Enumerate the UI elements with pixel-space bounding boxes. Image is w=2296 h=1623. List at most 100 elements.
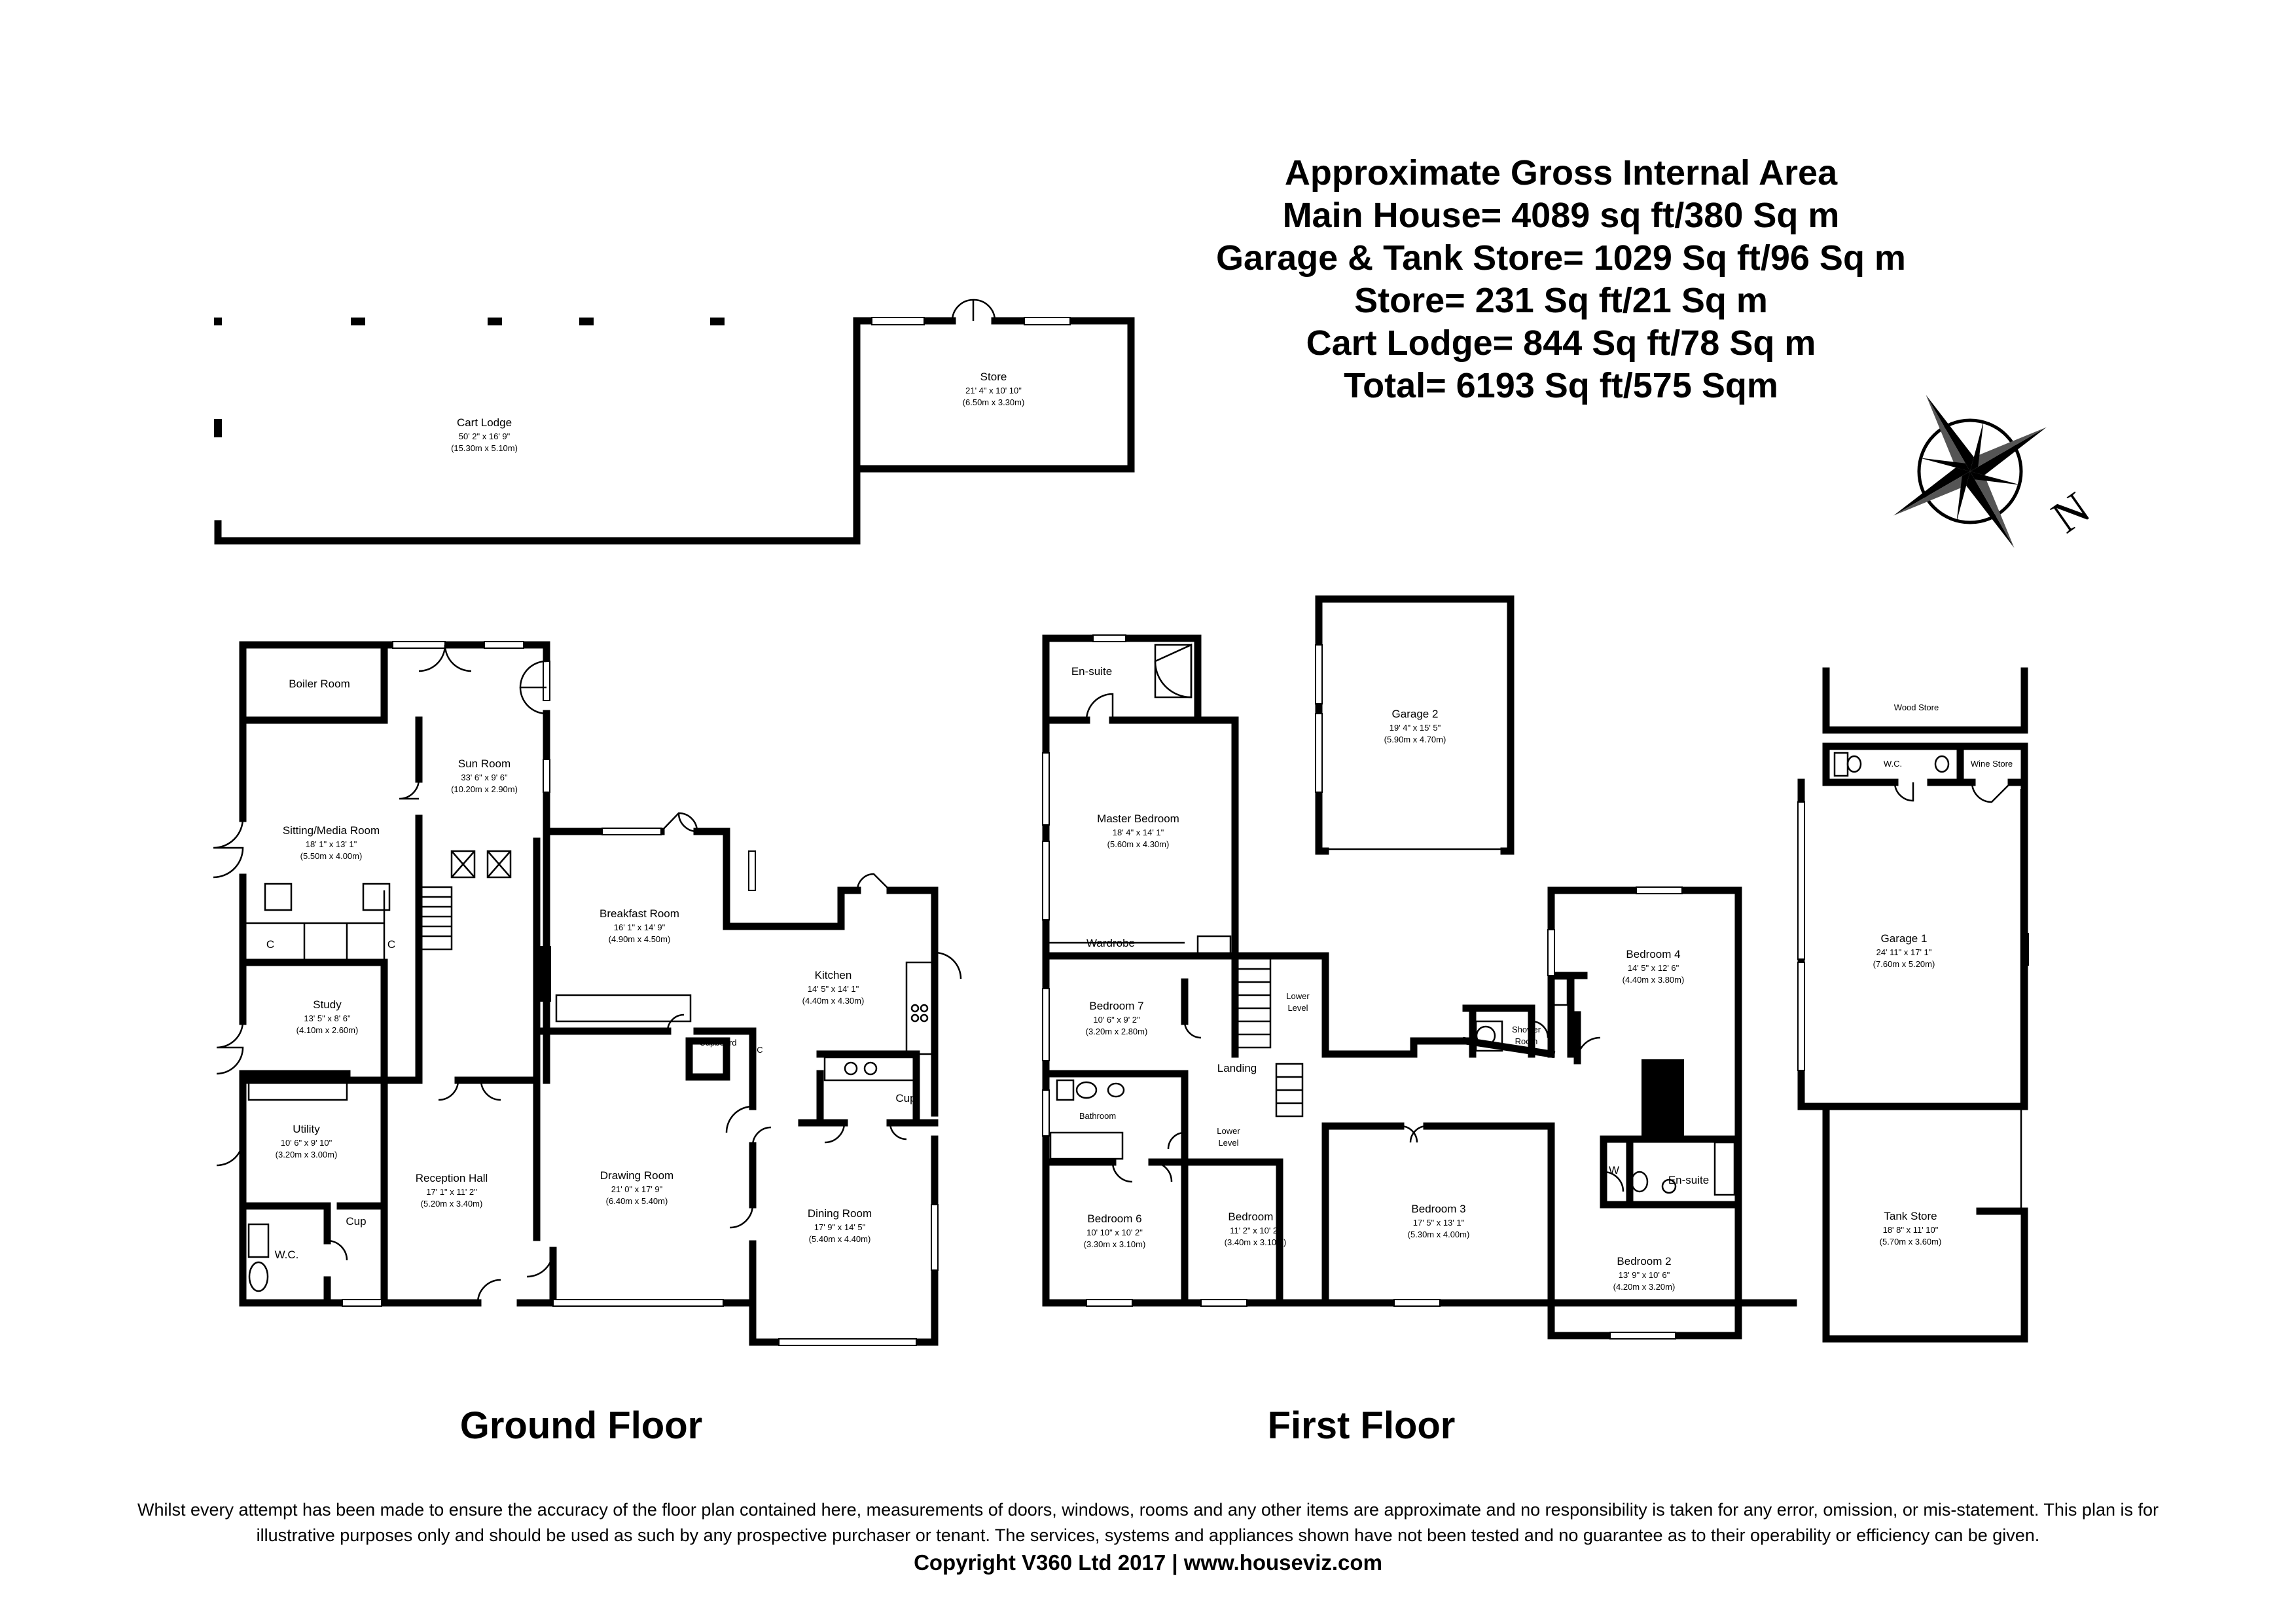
- master-ensuite-name: En-suite: [1071, 665, 1112, 678]
- study-name: Study: [313, 998, 342, 1011]
- drawing-room-metric: (6.40m x 5.40m): [606, 1196, 668, 1206]
- bedroom-3-name: Bedroom 3: [1411, 1203, 1465, 1215]
- cart-lodge-name: Cart Lodge: [457, 416, 512, 429]
- bedroom-2-metric: (4.20m x 3.20m): [1613, 1282, 1676, 1292]
- ground-cup-2: Cup: [895, 1092, 916, 1104]
- utility-name: Utility: [293, 1123, 320, 1135]
- ground-floor-label: Ground Floor: [460, 1404, 703, 1447]
- store-dims: 21' 4" x 10' 10": [965, 386, 1022, 395]
- wardrobe-name: Wardrobe: [1086, 937, 1135, 949]
- sitting-media-room-name: Sitting/Media Room: [283, 824, 380, 837]
- tank-store-name: Tank Store: [1884, 1210, 1937, 1222]
- lower-level-a-line1: Lower: [1286, 991, 1310, 1001]
- bedroom-2-dims: 13' 9" x 10' 6": [1619, 1270, 1670, 1280]
- compass-rose-icon: N: [1893, 395, 2099, 548]
- area-main-house: Main House= 4089 sq ft/380 Sq m: [1283, 196, 1840, 235]
- bedroom-4-metric: (4.40m x 3.80m): [1623, 975, 1685, 985]
- utility-dims: 10' 6" x 9' 10": [281, 1138, 332, 1148]
- sun-room-metric: (10.20m x 2.90m): [451, 784, 518, 794]
- bedroom-4-name: Bedroom 4: [1626, 948, 1680, 960]
- breakfast-room-metric: (4.90m x 4.50m): [609, 934, 671, 944]
- garage-wc-name: W.C.: [1884, 759, 1902, 769]
- tank-store-dims: 18' 8" x 11' 10": [1883, 1225, 1939, 1235]
- bedroom-3-dims: 17' 5" x 13' 1": [1413, 1218, 1465, 1228]
- utility-metric: (3.20m x 3.00m): [276, 1150, 338, 1159]
- sitting-media-room-metric: (5.50m x 4.00m): [300, 851, 363, 861]
- kitchen-name: Kitchen: [815, 969, 852, 981]
- ground-cup-1: Cup: [346, 1215, 366, 1228]
- breakfast-room-name: Breakfast Room: [600, 907, 679, 920]
- store-metric: (6.50m x 3.30m): [963, 397, 1025, 407]
- area-total: Total= 6193 Sq ft/575 Sqm: [1344, 366, 1778, 405]
- compass-north-label: N: [2043, 483, 2099, 543]
- sitting-media-room-dims: 18' 1" x 13' 1": [306, 839, 357, 849]
- sun-room-name: Sun Room: [458, 757, 511, 770]
- area-summary: Approximate Gross Internal Area Main Hou…: [1216, 153, 1906, 405]
- bathroom-name: Bathroom: [1079, 1111, 1116, 1121]
- reception-hall-name: Reception Hall: [416, 1172, 488, 1184]
- outbuildings: Cart Lodge 50' 2" x 16' 9" (15.30m x 5.1…: [214, 299, 1135, 545]
- bedroom-6-metric: (3.30m x 3.10m): [1084, 1239, 1146, 1249]
- garage-1-metric: (7.60m x 5.20m): [1873, 959, 1935, 969]
- c-label-2: C: [387, 938, 395, 951]
- area-cart-lodge: Cart Lodge= 844 Sq ft/78 Sq m: [1306, 323, 1816, 363]
- tank-store-metric: (5.70m x 3.60m): [1880, 1237, 1942, 1247]
- disclaimer-line-2: illustrative purposes only and should be…: [257, 1525, 2040, 1545]
- first-floor-label: First Floor: [1268, 1404, 1456, 1447]
- garage-1-name: Garage 1: [1881, 932, 1928, 945]
- garage-1-dims: 24' 11" x 17' 1": [1876, 947, 1932, 957]
- shower-room-line2: Room: [1515, 1036, 1538, 1046]
- bedroom-7-name: Bedroom 7: [1089, 1000, 1143, 1012]
- c-label-1: C: [266, 938, 274, 951]
- lower-level-b-line1: Lower: [1217, 1126, 1240, 1136]
- study-dims: 13' 5" x 8' 6": [304, 1013, 351, 1023]
- bedroom-5-dims: 11' 2" x 10' 2": [1230, 1226, 1281, 1235]
- bedroom-3-metric: (5.30m x 4.00m): [1408, 1230, 1470, 1239]
- reception-hall-dims: 17' 1" x 11' 2": [426, 1187, 477, 1197]
- ground-floor-plan: Boiler Room Sun Room 33' 6" x 9' 6" (10.…: [213, 641, 962, 1346]
- lower-level-a-line2: Level: [1287, 1003, 1308, 1013]
- bedroom-2-name: Bedroom 2: [1617, 1255, 1671, 1267]
- disclaimer-line-1: Whilst every attempt has been made to en…: [137, 1500, 2159, 1520]
- bedroom-7-metric: (3.20m x 2.80m): [1086, 1027, 1148, 1036]
- landing-name: Landing: [1217, 1062, 1257, 1074]
- kitchen-dims: 14' 5" x 14' 1": [808, 984, 859, 994]
- garages-plan: Garage 2 19' 4" x 15' 5" (5.90m x 4.70m)…: [1315, 595, 2029, 1343]
- ground-wc-name: W.C.: [275, 1249, 299, 1261]
- bedroom-5-metric: (3.40m x 3.10m): [1225, 1237, 1287, 1247]
- area-garage-tank: Garage & Tank Store= 1029 Sq ft/96 Sq m: [1216, 238, 1906, 278]
- drawing-room-dims: 21' 0" x 17' 9": [611, 1184, 663, 1194]
- wine-store-name: Wine Store: [1971, 759, 2013, 769]
- dining-room-name: Dining Room: [808, 1207, 872, 1220]
- garage-2-dims: 19' 4" x 15' 5": [1390, 723, 1441, 733]
- cart-lodge-metric: (15.30m x 5.10m): [451, 443, 518, 453]
- w-label: W: [1609, 1164, 1619, 1176]
- area-heading: Approximate Gross Internal Area: [1285, 153, 1838, 192]
- sun-room-dims: 33' 6" x 9' 6": [461, 773, 508, 782]
- cupboard-c-label: C: [757, 1045, 762, 1055]
- kitchen-metric: (4.40m x 4.30m): [802, 996, 865, 1006]
- wood-store-name: Wood Store: [1894, 702, 1939, 712]
- reception-hall-metric: (5.20m x 3.40m): [421, 1199, 483, 1209]
- cupboard-name: Cupboard: [699, 1038, 736, 1048]
- bedroom-4-dims: 14' 5" x 12' 6": [1628, 963, 1679, 973]
- lower-level-b-line2: Level: [1218, 1138, 1238, 1148]
- dining-room-dims: 17' 9" x 14' 5": [814, 1222, 866, 1232]
- shower-room-line1: Shower: [1512, 1025, 1541, 1034]
- area-store: Store= 231 Sq ft/21 Sq m: [1354, 281, 1768, 320]
- breakfast-room-dims: 16' 1" x 14' 9": [614, 922, 666, 932]
- master-bedroom-metric: (5.60m x 4.30m): [1107, 839, 1170, 849]
- dining-room-metric: (5.40m x 4.40m): [809, 1234, 871, 1244]
- bedroom-2-ensuite-name: En-suite: [1668, 1174, 1709, 1186]
- garage-2-name: Garage 2: [1392, 708, 1439, 720]
- master-bedroom-dims: 18' 4" x 14' 1": [1113, 828, 1164, 837]
- bedroom-5-name: Bedroom 5: [1228, 1211, 1282, 1223]
- study-metric: (4.10m x 2.60m): [296, 1025, 359, 1035]
- copyright: Copyright V360 Ltd 2017 | www.houseviz.c…: [914, 1550, 1382, 1575]
- boiler-room-name: Boiler Room: [289, 678, 350, 690]
- bedroom-6-dims: 10' 10" x 10' 2": [1086, 1228, 1143, 1237]
- store-name: Store: [980, 371, 1007, 383]
- bedroom-6-name: Bedroom 6: [1087, 1213, 1141, 1225]
- cart-lodge-dims: 50' 2" x 16' 9": [459, 431, 511, 441]
